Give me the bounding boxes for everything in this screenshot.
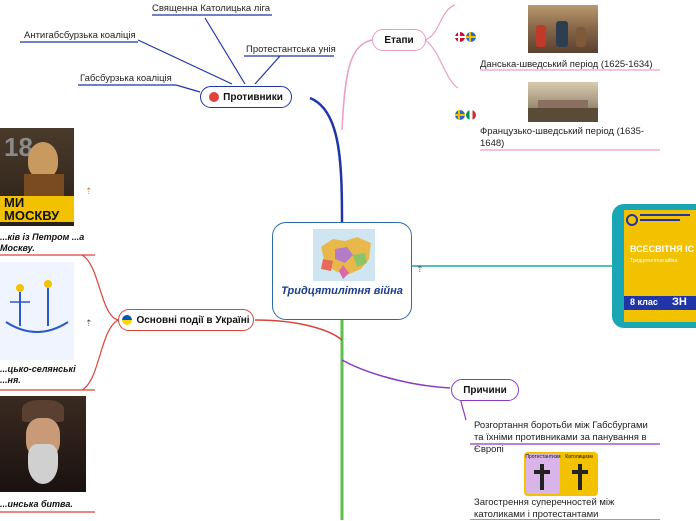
- stages-label: Етапи: [384, 34, 414, 46]
- ukraine-flag-icon: [122, 315, 133, 325]
- italy-flag-icon: [466, 110, 476, 120]
- event-moscow-text[interactable]: ...ків із Петром ...а Москву.: [0, 232, 85, 253]
- battle-portrait-image: [0, 396, 86, 492]
- events-label: Основні події в Україні: [136, 314, 250, 326]
- textbook-cover-card[interactable]: ВСЕСВІТНЯ ІС Тридцятилітня війна 8 клас …: [612, 204, 696, 328]
- event-battle-text[interactable]: ...инська битва.: [0, 499, 73, 509]
- sweden-flag-icon: [466, 32, 476, 42]
- book-grade: 8 клас: [630, 297, 658, 307]
- denmark-flag-icon: [455, 32, 465, 42]
- stage-french-swedish[interactable]: Французько-шведський період (1635-1648): [480, 126, 645, 149]
- link-icon: ⇡: [416, 264, 424, 274]
- danish-swedish-battle-image: [528, 5, 598, 53]
- opponent-anti-habsburg[interactable]: Антигабсбурзька коаліція: [24, 30, 136, 41]
- religion-crosses-image: Протестантизм Католицизм: [524, 452, 598, 496]
- stages-node[interactable]: Етапи: [372, 29, 426, 51]
- opponent-catholic-league[interactable]: Священна Католицька ліга: [152, 3, 271, 14]
- french-swedish-battle-image: [528, 82, 598, 122]
- moscow-campaign-image: 18 МИ МОСКВУ: [0, 128, 74, 226]
- opponent-protestant-union[interactable]: Протестантська унія: [246, 44, 336, 55]
- cause-habsburg-struggle[interactable]: Розгортання боротьби між Габсбургами та …: [474, 420, 648, 455]
- book-brand: ЗН: [672, 296, 687, 308]
- causes-label: Причини: [463, 384, 507, 396]
- cross-icon: [540, 464, 544, 490]
- catholicism-label: Католицизм: [565, 454, 593, 460]
- opponents-label: Противники: [223, 91, 283, 103]
- stage-danish-swedish[interactable]: Данська-шведський період (1625-1634): [480, 59, 653, 70]
- event-uprising-text[interactable]: ...цько-селянські ...ня.: [0, 364, 76, 385]
- thumb-moskvu-text: МИ МОСКВУ: [0, 196, 74, 222]
- cause-religious-conflict[interactable]: Загострення суперечностей між католиками…: [474, 497, 615, 520]
- link-icon: ⇡: [85, 186, 93, 196]
- events-node[interactable]: Основні події в Україні: [118, 309, 254, 331]
- central-topic[interactable]: Тридцятилітня війна: [272, 222, 412, 320]
- cross-icon: [578, 464, 582, 490]
- sweden-flag-icon: [455, 110, 465, 120]
- causes-node[interactable]: Причини: [451, 379, 519, 401]
- link-icon: ⇡: [85, 318, 93, 328]
- cossack-uprising-image: [0, 262, 74, 360]
- book-subtitle: Тридцятилітня війна: [630, 258, 678, 264]
- opponent-habsburg[interactable]: Габсбурзька коаліція: [80, 73, 172, 84]
- opponents-node[interactable]: Противники: [200, 86, 292, 108]
- europe-map-image: [313, 229, 375, 281]
- book-logo-icon: [626, 214, 638, 226]
- protestantism-label: Протестантизм: [525, 454, 561, 460]
- book-title: ВСЕСВІТНЯ ІС: [630, 244, 695, 254]
- angry-face-icon: [209, 92, 220, 102]
- central-title: Тридцятилітня війна: [281, 285, 403, 297]
